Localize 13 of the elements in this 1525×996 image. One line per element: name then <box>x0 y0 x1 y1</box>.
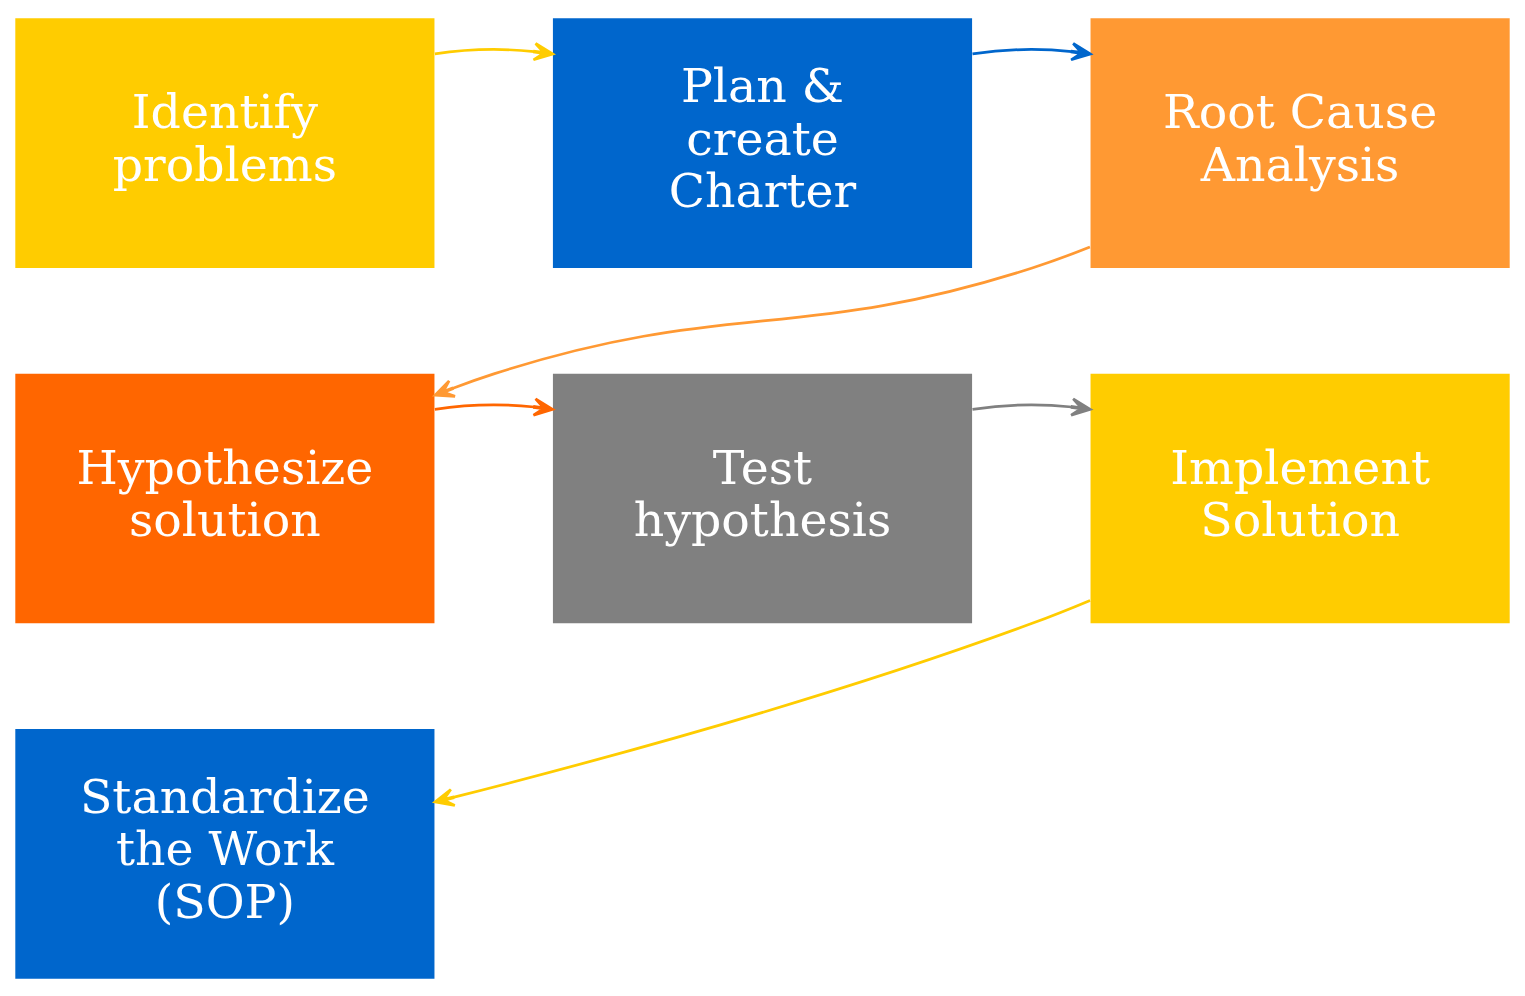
node-box: Plan & create Charter <box>552 17 973 268</box>
node-box: Test hypothesis <box>552 373 973 623</box>
arrow <box>972 397 1092 417</box>
arrow <box>433 598 1091 807</box>
arrow <box>433 245 1091 398</box>
node-box: Hypothesize solution <box>15 373 435 623</box>
node-box: Identify problems <box>15 17 435 268</box>
arrow <box>434 397 554 417</box>
node-box: Root Cause Analysis <box>1090 17 1510 268</box>
arrow <box>972 41 1092 61</box>
node-box: Implement Solution <box>1090 373 1510 623</box>
arrow <box>434 41 554 61</box>
node-box: Standardize the Work (SOP) <box>15 728 435 979</box>
